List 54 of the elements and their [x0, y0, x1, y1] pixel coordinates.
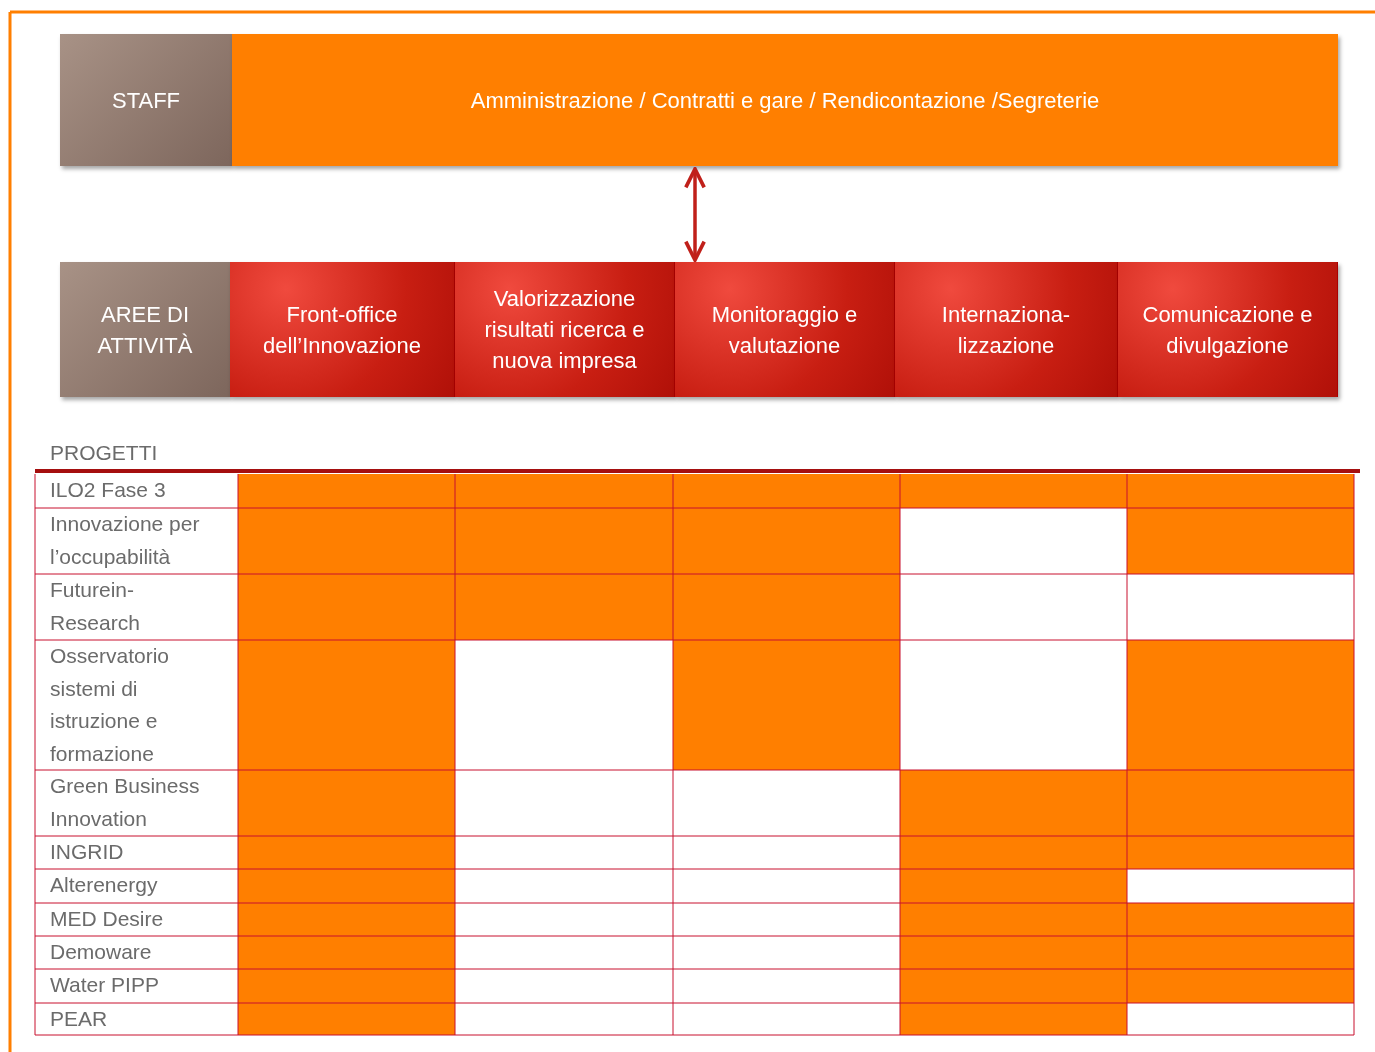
filled-cell	[1127, 474, 1354, 508]
filled-cell	[238, 1003, 455, 1035]
project-name: Alterenergy	[49, 872, 159, 898]
box-label: Monitoraggio e valutazione	[710, 300, 859, 360]
filled-cell	[455, 574, 673, 640]
filled-cell	[1127, 508, 1354, 574]
filled-cell	[455, 508, 673, 574]
filled-cell	[238, 770, 455, 836]
filled-cell	[1127, 770, 1354, 836]
filled-cell	[238, 869, 455, 903]
box-label: STAFF	[112, 86, 180, 115]
header-box	[60, 262, 230, 397]
filled-cell	[238, 574, 455, 640]
filled-cell	[455, 474, 673, 508]
box-label: AREE DI ATTIVITÀ	[96, 300, 194, 360]
filled-cell	[900, 869, 1127, 903]
project-name: Innovazione per l’occupabilità	[49, 511, 201, 570]
filled-cell	[238, 474, 455, 508]
box-label: Internaziona- lizzazione	[940, 300, 1072, 360]
project-name: INGRID	[49, 839, 125, 865]
header-box	[60, 34, 232, 166]
filled-cell	[1127, 640, 1354, 770]
filled-cell	[900, 969, 1127, 1003]
filled-cell	[238, 508, 455, 574]
project-name: Demoware	[49, 939, 153, 965]
section-heading: PROGETTI	[49, 440, 159, 466]
filled-cell	[673, 574, 900, 640]
project-name: Water PIPP	[49, 972, 160, 998]
project-name: Futurein- Research	[49, 577, 141, 636]
filled-cell	[900, 1003, 1127, 1035]
project-name: MED Desire	[49, 906, 165, 932]
box-label: Valorizzazione risultati ricerca e nuova impresa	[483, 285, 646, 375]
activity-box	[455, 262, 675, 397]
activity-box	[1118, 262, 1338, 397]
box-label: Amministrazione / Contratti e gare / Rendicontazione /Segreterie	[470, 86, 1100, 115]
filled-cell	[900, 770, 1127, 836]
filled-cell	[238, 969, 455, 1003]
activity-box	[230, 262, 455, 397]
filled-cell	[673, 640, 900, 770]
project-name: ILO2 Fase 3	[49, 477, 167, 503]
filled-cell	[238, 640, 455, 770]
activity-box	[675, 262, 895, 397]
double-arrow	[684, 167, 706, 262]
project-name: Green Business Innovation	[49, 773, 201, 832]
filled-cell	[900, 474, 1127, 508]
filled-cell	[673, 508, 900, 574]
box-label: Front-office dell’Innovazione	[262, 300, 422, 360]
staff-band	[232, 34, 1338, 166]
filled-cell	[673, 474, 900, 508]
activity-box	[895, 262, 1118, 397]
box-label: Comunicazione e divulgazione	[1141, 300, 1314, 360]
project-name: PEAR	[49, 1006, 109, 1032]
filled-cell	[1127, 969, 1354, 1003]
project-name: Osservatorio sistemi di istruzione e formazione	[49, 643, 171, 767]
